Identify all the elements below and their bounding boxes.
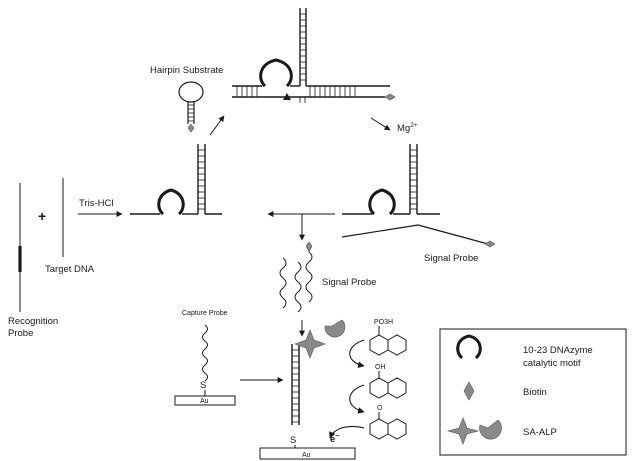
left-stem-rungs <box>198 149 205 210</box>
legend-dnazyme-icon <box>456 334 482 360</box>
substituent-bottom: O <box>377 405 383 412</box>
signal-probes: Signal Probe <box>279 241 376 313</box>
right-stem-rungs <box>410 149 417 210</box>
electrode-duplex-rungs <box>292 349 299 423</box>
top-stem-rungs <box>300 13 306 81</box>
bound-alp <box>324 319 346 338</box>
target-dna-label: Target DNA <box>45 264 95 275</box>
target-dna: Target DNA <box>45 178 95 275</box>
probe-biotin <box>305 241 313 253</box>
capture-probe-electrode: Capture Probe S Au <box>174 310 236 406</box>
au-small: Au <box>200 398 209 405</box>
thiol-large: S <box>290 435 296 446</box>
capture-probe-label: Capture Probe <box>182 310 228 317</box>
arrow-mg <box>370 117 391 131</box>
signal-probe-mid-label: Signal Probe <box>322 277 376 288</box>
hairpin-biotin <box>187 123 195 133</box>
top-complex <box>232 8 396 103</box>
legend-dnazyme-line2: catalytic motif <box>523 358 581 369</box>
top-duplex-rungs <box>236 86 356 97</box>
recognition-label-2: Probe <box>8 328 33 339</box>
substrate-conversion: PO3H OH O e− <box>329 319 407 445</box>
legend-biotin-label: Biotin <box>523 387 547 398</box>
legend-sa-alp-label: SA-ALP <box>523 427 557 438</box>
curved-arrow-1 <box>349 339 365 369</box>
right-biotin <box>484 240 496 248</box>
hairpin-substrate-label: Hairpin Substrate <box>150 65 223 76</box>
substituent-top: PO3H <box>374 319 393 326</box>
legend-biotin-icon <box>463 381 475 401</box>
signal-probe-right-label: Signal Probe <box>424 253 478 264</box>
thiol-small: S <box>200 380 206 391</box>
recognition-probe: Recognition Probe <box>8 183 58 339</box>
tris-hcl-label: Tris-HCl <box>79 198 113 209</box>
au-large: Au <box>302 452 311 459</box>
legend-streptavidin-icon <box>446 417 480 445</box>
top-biotin <box>384 93 396 101</box>
molecule-naphthol: OH <box>369 364 407 399</box>
cleavage-site-marker <box>283 93 291 100</box>
legend-dnazyme-line1: 10-23 DNAzyme <box>523 345 593 356</box>
legend-alp-icon <box>479 419 502 440</box>
main-electrode: S Au <box>259 319 356 460</box>
arrow-to-top <box>209 115 225 136</box>
plus-sign: + <box>38 208 46 224</box>
mg-label: Mg2+ <box>397 122 418 134</box>
substituent-mid: OH <box>375 364 386 371</box>
curved-arrow-2 <box>349 384 365 414</box>
right-complex: Signal Probe <box>341 144 496 264</box>
left-complex <box>130 144 222 216</box>
curved-arrow-3 <box>329 425 365 439</box>
recognition-label-1: Recognition <box>8 316 58 327</box>
bound-streptavidin <box>294 329 326 359</box>
legend: 10-23 DNAzyme catalytic motif Biotin SA-… <box>439 328 627 456</box>
molecule-phosphate: PO3H <box>369 319 407 356</box>
hairpin-substrate: Hairpin Substrate <box>150 65 223 133</box>
molecule-quinone: O <box>369 405 407 440</box>
electron-label: e− <box>330 433 339 445</box>
